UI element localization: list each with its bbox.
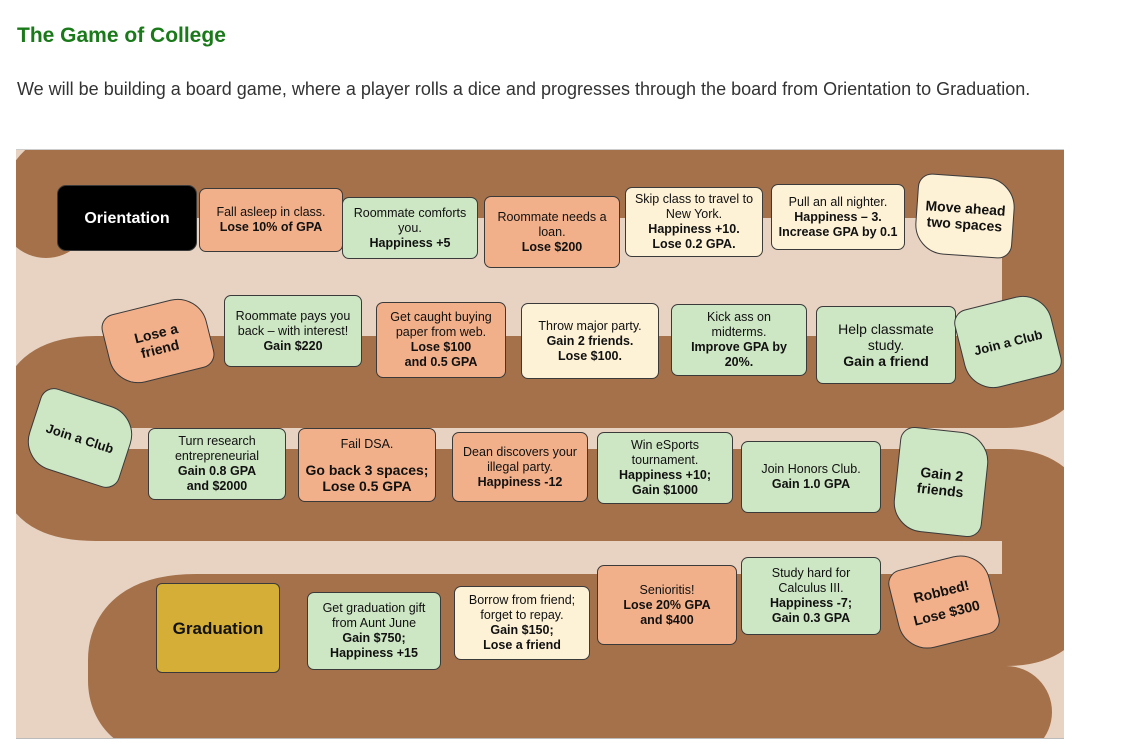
tile-orientation: Orientation (57, 185, 197, 251)
tile-roommate-comforts-line3: Happiness +5 (369, 235, 451, 250)
tile-grad-gift-line4: Happiness +15 (330, 646, 418, 660)
tile-roommate-pays-line1: Roommate pays you (235, 308, 351, 323)
tile-help-classmate-line1: Help classmate (838, 321, 934, 337)
tile-borrow: Borrow from friend;forget to repay.Gain … (454, 586, 590, 660)
tile-research-line1: Turn research (178, 434, 256, 448)
tile-fail-dsa: Fail DSA. Go back 3 spaces;Lose 0.5 GPA (298, 428, 436, 502)
tile-senioritis-line2: Lose 20% GPA (623, 597, 711, 612)
tile-roommate-pays-line3: Gain $220 (263, 338, 323, 353)
tile-calculus-line2: Calculus III. (778, 581, 844, 595)
tile-fail-dsa-line3: Lose 0.5 GPA (322, 477, 412, 494)
tile-roommate-loan-line3: Lose $200 (521, 239, 583, 254)
tile-calculus-line3: Happiness -7; (770, 596, 852, 610)
tile-honors-line1: Join Honors Club. (761, 462, 861, 476)
tile-grad-gift-line1: Get graduation gift (322, 601, 426, 615)
page-title: The Game of College (17, 24, 226, 47)
tile-senioritis-line1: Senioritis! (639, 582, 695, 597)
tile-all-nighter: Pull an all nighter.Happiness – 3.Increa… (771, 184, 905, 250)
tile-caught-buying-line1: Get caught buying (390, 310, 492, 324)
tile-esports-line3: Happiness +10; (618, 468, 712, 482)
tile-research-line2: entrepreneurial (174, 449, 260, 463)
tile-major-party-line3: Lose $100. (558, 348, 622, 363)
tile-dean-line1: Dean discovers your (463, 444, 577, 459)
tile-calculus-line4: Gain 0.3 GPA (771, 611, 851, 625)
tile-calculus-line1: Study hard for (771, 566, 851, 580)
tile-orientation-label: Orientation (84, 209, 170, 227)
tile-all-nighter-line1: Pull an all nighter. (788, 194, 888, 209)
tile-research-line3: Gain 0.8 GPA (177, 464, 257, 478)
tile-major-party-line1: Throw major party. (538, 318, 642, 333)
tile-fail-dsa-line2: Go back 3 spaces; (305, 461, 429, 478)
tile-borrow-line2: forget to repay. (480, 608, 564, 622)
tile-esports-line4: Gain $1000 (631, 483, 698, 497)
tile-kick-midterms-line1: Kick ass on (707, 310, 771, 324)
tile-help-classmate-line2: study. (867, 337, 905, 353)
tile-grad-gift-line3: Gain $750; (342, 631, 406, 645)
tile-major-party-line2: Gain 2 friends. (546, 333, 634, 348)
intro-paragraph: We will be building a board game, where … (17, 79, 1031, 99)
tile-skip-class-line3: Happiness +10. (648, 222, 740, 236)
tile-caught-buying-line4: and 0.5 GPA (404, 355, 478, 369)
tile-kick-midterms-line4: 20%. (724, 355, 754, 369)
tile-fall-asleep-line1: Fall asleep in class. (216, 205, 326, 219)
tile-borrow-line4: Lose a friend (483, 638, 561, 652)
board-path-track (16, 150, 1064, 738)
tile-honors-line2: Gain 1.0 GPA (771, 477, 851, 491)
tile-graduation-label: Graduation (172, 618, 264, 638)
tile-dean-line3: Happiness -12 (477, 474, 563, 489)
tile-all-nighter-line2: Happiness – 3. (794, 209, 882, 224)
tile-major-party: Throw major party.Gain 2 friends.Lose $1… (521, 303, 659, 379)
tile-roommate-comforts-line1: Roommate comforts (353, 205, 467, 220)
tile-skip-class-line2: New York. (665, 207, 723, 221)
tile-borrow-line1: Borrow from friend; (468, 593, 576, 607)
tile-esports-line1: Win eSports (630, 438, 700, 452)
tile-honors: Join Honors Club.Gain 1.0 GPA (741, 441, 881, 513)
tile-fall-asleep-line2: Lose 10% of GPA (219, 220, 323, 234)
tile-research-line4: and $2000 (186, 479, 248, 493)
tile-roommate-comforts-line2: you. (398, 220, 422, 235)
tile-all-nighter-line3: Increase GPA by 0.1 (778, 224, 898, 239)
tile-fall-asleep: Fall asleep in class.Lose 10% of GPA (199, 188, 343, 252)
tile-esports-line2: tournament. (631, 453, 699, 467)
game-board: Orientation Fall asleep in class.Lose 10… (16, 149, 1064, 739)
tile-kick-midterms-line2: midterms. (711, 325, 767, 339)
tile-skip-class-line1: Skip class to travel to (634, 192, 754, 206)
tile-senioritis-line3: and $400 (640, 612, 694, 627)
tile-caught-buying-line3: Lose $100 (410, 340, 472, 354)
tile-help-classmate-line3: Gain a friend (843, 353, 929, 369)
tile-skip-class-line4: Lose 0.2 GPA. (652, 237, 736, 251)
tile-grad-gift-line2: from Aunt June (331, 616, 417, 630)
tile-roommate-pays-line2: back – with interest! (237, 323, 349, 338)
tile-roommate-loan-line1: Roommate needs a (497, 209, 607, 224)
tile-dean-line2: illegal party. (487, 459, 553, 474)
tile-join-club-right-label: Join a Club (972, 326, 1044, 358)
tile-roommate-loan-line2: loan. (538, 224, 566, 239)
tile-join-club-left-label: Join a Club (44, 420, 116, 456)
tile-kick-midterms-line3: Improve GPA by (691, 340, 787, 354)
board-path (16, 150, 1064, 738)
tile-graduation: Graduation (156, 583, 280, 673)
tile-borrow-line3: Gain $150; (490, 623, 554, 637)
tile-caught-buying-line2: paper from web. (395, 325, 487, 339)
tile-fail-dsa-line1: Fail DSA. (340, 436, 394, 451)
